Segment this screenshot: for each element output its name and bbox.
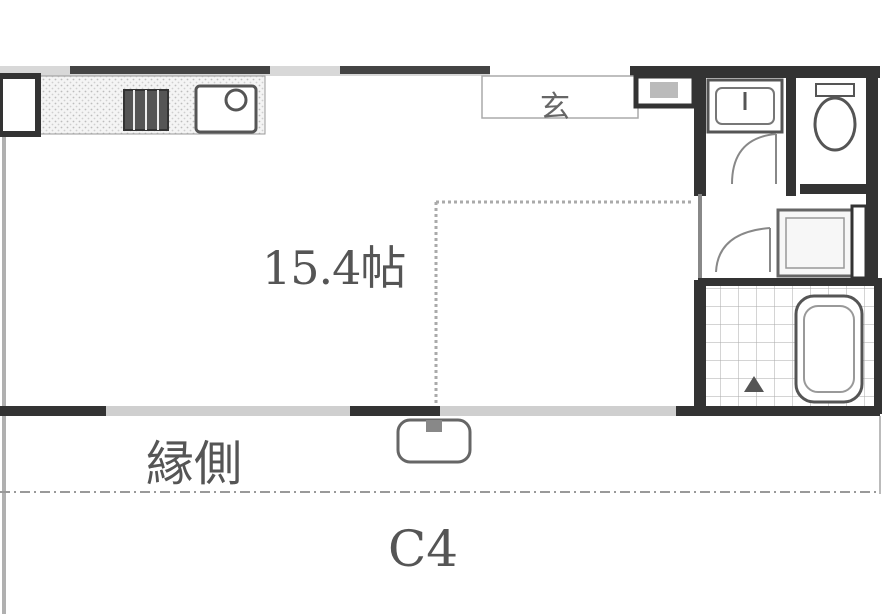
entrance-label: 玄 <box>540 90 570 125</box>
top-wall <box>0 66 880 78</box>
toilet-icon <box>813 83 857 152</box>
veranda-boundary <box>0 416 881 494</box>
bathtub-icon <box>794 294 864 404</box>
veranda-label: 縁側 <box>146 436 243 492</box>
air-conditioner-icon <box>396 418 472 464</box>
entrance-area <box>481 73 697 119</box>
washroom <box>706 78 796 196</box>
main-room-size-label: 15.4帖 <box>262 241 406 295</box>
sink-icon <box>194 84 258 134</box>
toilet <box>796 78 868 196</box>
bottom-wall <box>0 406 880 416</box>
room-divider-line <box>434 200 694 410</box>
laundry-space <box>715 204 868 280</box>
stove-icon <box>123 89 169 131</box>
bathroom <box>698 278 882 414</box>
kitchen-counter <box>0 73 266 137</box>
unit-type-label: C4 <box>388 520 459 578</box>
